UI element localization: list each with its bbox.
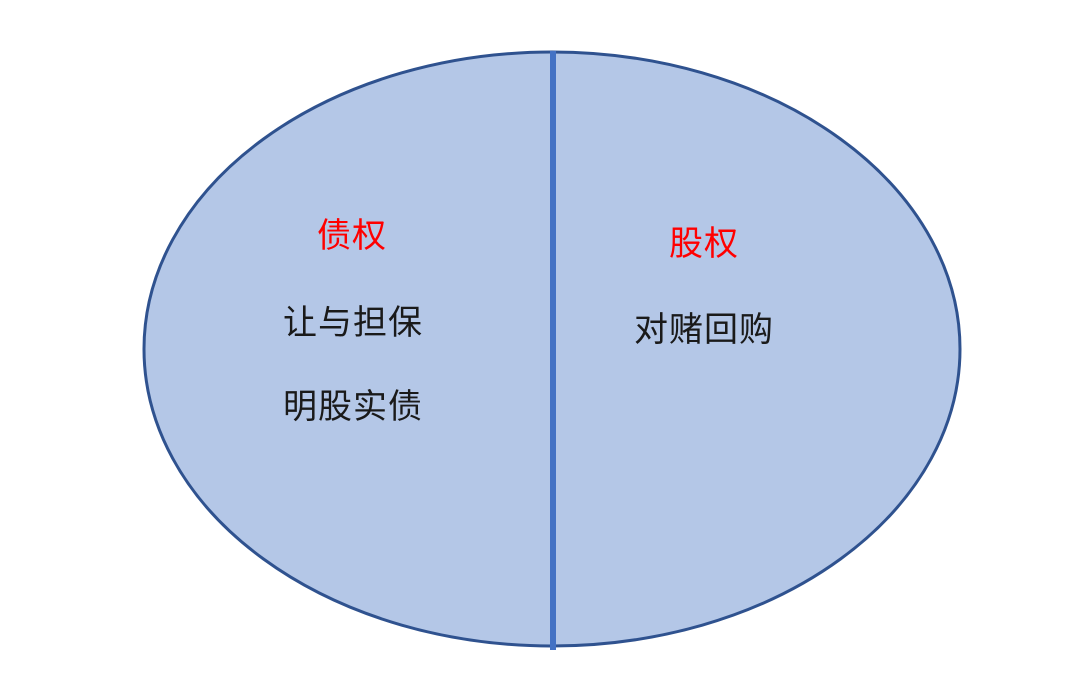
left-item-2: 明股实债 [283, 387, 423, 427]
right-heading: 股权 [669, 224, 739, 264]
right-item-1: 对赌回购 [634, 310, 774, 350]
left-item-1: 让与担保 [283, 303, 423, 343]
left-heading: 债权 [317, 216, 387, 256]
